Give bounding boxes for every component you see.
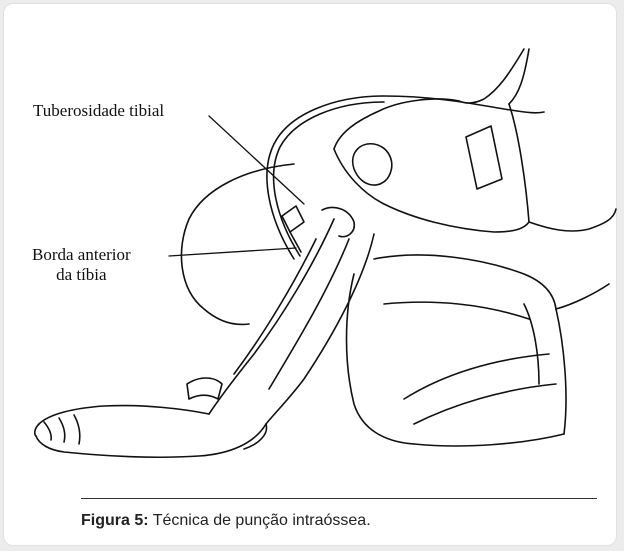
- knee-support-left: [181, 164, 294, 324]
- tibial-ridge: [234, 239, 316, 374]
- caption-divider: [81, 498, 597, 499]
- sheet-right-2: [556, 284, 609, 309]
- label-borda-line2: da tíbia: [32, 265, 131, 285]
- pillow-fold-3: [524, 304, 539, 384]
- sheet-right: [529, 209, 616, 231]
- tape-strip: [466, 126, 502, 189]
- pillow-bottom: [414, 434, 564, 446]
- label-borda-line1: Borda anterior: [32, 245, 131, 265]
- pillow-top: [374, 255, 556, 309]
- thigh-outline: [459, 49, 524, 103]
- tibial-tuberosity-marker: [322, 207, 354, 236]
- leader-tuberosidade: [209, 116, 304, 204]
- pillow-left: [347, 274, 415, 444]
- figure-frame: Tuberosidade tibial Borda anterior da tí…: [3, 3, 617, 546]
- figure-caption: Figura 5: Técnica de punção intraóssea.: [81, 512, 371, 530]
- label-tuberosidade-tibial: Tuberosidade tibial: [33, 101, 164, 121]
- knee-top: [334, 99, 459, 149]
- shin-back: [266, 234, 374, 424]
- knee-front: [334, 149, 529, 232]
- caption-label: Figura 5:: [81, 512, 149, 529]
- ankle-strap: [187, 378, 222, 399]
- thigh-lower: [509, 104, 529, 222]
- pillow-fold-2: [414, 384, 556, 424]
- toes: [35, 415, 80, 444]
- patella: [353, 144, 392, 185]
- foot-bottom: [36, 424, 266, 457]
- pillow-fold-1: [404, 354, 549, 399]
- intraosseous-puncture-illustration: [4, 4, 618, 474]
- caption-text: Técnica de punção intraóssea.: [149, 512, 371, 529]
- pillow-fold-4: [384, 302, 529, 319]
- pillow-right: [556, 309, 566, 434]
- leader-borda: [169, 248, 296, 256]
- foot-top: [39, 406, 209, 424]
- label-borda-anterior: Borda anterior da tíbia: [32, 245, 131, 285]
